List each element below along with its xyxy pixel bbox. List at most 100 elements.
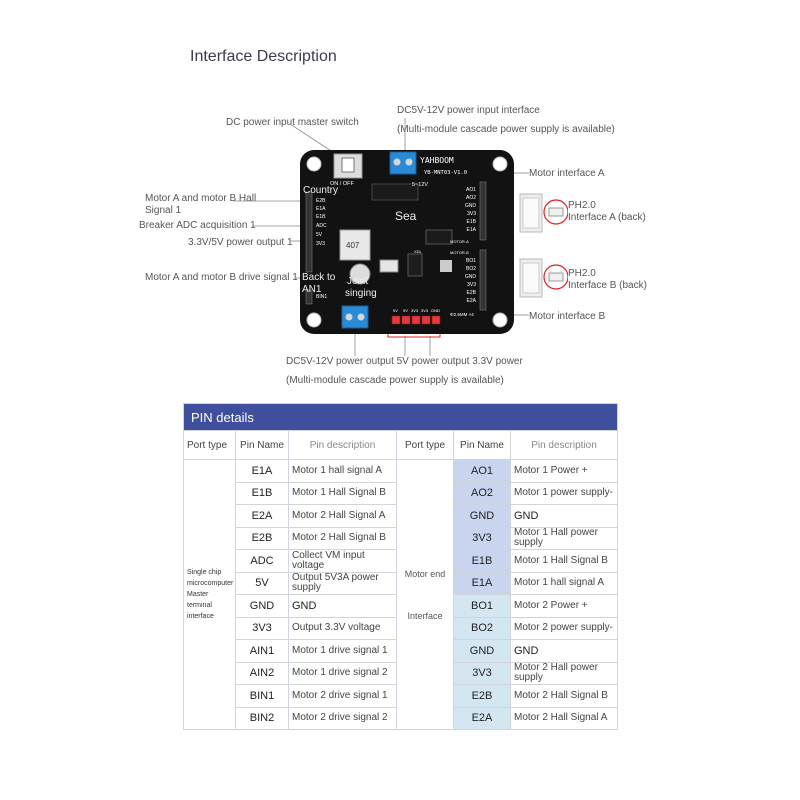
left-pin-name: AIN1 — [235, 639, 289, 663]
drive-signal-label: Motor A and motor B drive signal 1 — [145, 272, 298, 283]
left-pin-name: E1B — [235, 481, 289, 505]
hall-signal-label-2: Signal 1 — [145, 205, 182, 216]
left-pin-desc: Motor 2 drive signal 1 — [288, 684, 397, 708]
motor-a-label: Motor interface A — [529, 168, 605, 179]
board-volt-label: 5~12V — [412, 182, 428, 188]
left-pin-name: E2A — [235, 504, 289, 528]
table-row: BIN1 Motor 2 drive signal 1 E2B Motor 2 … — [184, 684, 618, 708]
board-pin-bo2: BO2 — [466, 266, 476, 272]
board-chip-text: 407 — [346, 241, 360, 250]
board-pin-e1a: E1A — [316, 206, 326, 212]
adc-label: Breaker ADC acquisition 1 — [139, 220, 256, 231]
board-switch-label: ON / OFF — [330, 181, 354, 187]
left-pin-desc: Motor 2 Hall Signal B — [288, 526, 397, 550]
right-pin-name: E2B — [453, 684, 511, 708]
an1-overlay: AN1 — [302, 284, 322, 295]
header-pin-desc-right: Pin description — [510, 430, 618, 460]
right-pin-name: BO2 — [453, 616, 511, 640]
table-row: E2A Motor 2 Hall Signal A GND GND — [184, 504, 618, 528]
right-pin-name: 3V3 — [453, 526, 511, 550]
right-pin-desc: Motor 1 Hall Signal B — [510, 549, 618, 573]
back-to-overlay: Back to — [302, 272, 336, 283]
header-pin-name-left: Pin Name — [235, 430, 289, 460]
right-pin-desc: Motor 1 power supply- — [510, 481, 618, 505]
table-row: GND GND BO1 Motor 2 Power + — [184, 594, 618, 618]
right-pin-desc: Motor 2 Hall Signal A — [510, 706, 618, 730]
left-pin-desc: Motor 1 drive signal 1 — [288, 639, 397, 663]
left-pin-desc: Motor 1 Hall Signal B — [288, 481, 397, 505]
left-pin-name: AIN2 — [235, 661, 289, 685]
board-pin-e2b: E2B — [316, 198, 326, 204]
board-pin-3v3-b: 3V3 — [467, 282, 476, 288]
board-model: YB-MNT03-V1.0 — [424, 170, 467, 176]
right-pin-desc: Motor 1 Power + — [510, 459, 618, 483]
left-pin-name: GND — [235, 594, 289, 618]
board-pin-e1a-a: E1A — [467, 227, 477, 233]
motor-b-label: Motor interface B — [529, 311, 606, 322]
left-pin-desc: GND — [288, 594, 397, 618]
board-pin-3v3-a: 3V3 — [467, 211, 476, 217]
table-row: E1B Motor 1 Hall Signal B AO2 Motor 1 po… — [184, 481, 618, 505]
country-overlay: Country — [303, 185, 339, 196]
board-pitch: Φ2.5MM ×4 — [450, 312, 474, 317]
right-port-type: Motor end Interface — [396, 459, 454, 730]
left-pin-desc: Output 5V3A power supply — [288, 571, 397, 595]
left-pin-desc: Motor 1 hall signal A — [288, 459, 397, 483]
header-port-type-left: Port type — [183, 430, 236, 460]
singing-overlay: singing — [345, 288, 377, 299]
left-pin-name: ADC — [235, 549, 289, 573]
table-row: 5V Output 5V3A power supply E1A Motor 1 … — [184, 571, 618, 595]
board-motor-b: MOTOR-B — [450, 250, 469, 255]
table-row: ADC Collect VM input voltage E1B Motor 1… — [184, 549, 618, 573]
sea-overlay: Sea — [395, 209, 417, 223]
board-pin-ao2: AO2 — [466, 195, 476, 201]
ph-connector-b-image — [512, 255, 568, 301]
right-pin-name: E1A — [453, 571, 511, 595]
pin-details-table: PIN details Port type Pin Name Pin descr… — [183, 403, 618, 730]
left-pin-desc: Collect VM input voltage — [288, 549, 397, 573]
right-pin-name: 3V3 — [453, 661, 511, 685]
motor-driver-board: YAHBOOM YB-MNT03-V1.0 ON / OFF 5~12V MOT… — [300, 150, 514, 334]
board-pin-3v3: 3V3 — [316, 241, 325, 247]
board-pin-bo1: BO1 — [466, 258, 476, 264]
header-pin-name-right: Pin Name — [453, 430, 511, 460]
board-pin-e1b-a: E1B — [467, 219, 477, 225]
board-ic-text: XDL — [414, 249, 423, 254]
master-switch-label: DC power input master switch — [226, 117, 359, 128]
left-pin-name: E1A — [235, 459, 289, 483]
board-pin-gnd-a: GND — [465, 203, 477, 209]
board-pin-ao1: AO1 — [466, 187, 476, 193]
table-row: AIN1 Motor 1 drive signal 1 GND GND — [184, 639, 618, 663]
dc-input-note: (Multi-module cascade power supply is av… — [397, 124, 615, 135]
board-pin-5v: 5V — [316, 232, 323, 238]
bottom-output-note: (Multi-module cascade power supply is av… — [286, 375, 504, 386]
left-pin-desc: Motor 2 drive signal 2 — [288, 706, 397, 730]
right-pin-desc: Motor 2 Power + — [510, 594, 618, 618]
left-pin-desc: Output 3.3V voltage — [288, 616, 397, 640]
page-title: Interface Description — [190, 48, 337, 65]
right-pin-desc: Motor 2 power supply- — [510, 616, 618, 640]
table-row: E2B Motor 2 Hall Signal B 3V3 Motor 1 Ha… — [184, 526, 618, 550]
right-pin-name: AO2 — [453, 481, 511, 505]
board-pin-e1b: E1B — [316, 214, 326, 220]
board-pin-bin1: BIN1 — [316, 294, 327, 300]
right-pin-name: E2A — [453, 706, 511, 730]
right-pin-name: E1B — [453, 549, 511, 573]
board-bottom-pin-5: GND — [431, 308, 440, 313]
right-pin-desc: GND — [510, 504, 618, 528]
table-row: BIN2 Motor 2 drive signal 2 E2A Motor 2 … — [184, 706, 618, 730]
table-row: AIN2 Motor 1 drive signal 2 3V3 Motor 2 … — [184, 661, 618, 685]
board-brand: YAHBOOM — [420, 156, 454, 165]
table-header-row: Port type Pin Name Pin description Port … — [183, 430, 618, 460]
table-title: PIN details — [183, 403, 618, 431]
board-bottom-pin-3: 3V3 — [411, 308, 419, 313]
left-pin-name: BIN2 — [235, 706, 289, 730]
dc-input-label: DC5V-12V power input interface — [397, 105, 540, 116]
board-pin-adc: ADC — [316, 223, 327, 229]
header-pin-desc-left: Pin description — [288, 430, 397, 460]
hall-signal-label: Motor A and motor B Hall — [145, 193, 257, 204]
right-pin-name: GND — [453, 504, 511, 528]
ph-a-sub: Interface A (back) — [568, 212, 646, 223]
board-motor-a: MOTOR-A — [450, 239, 469, 244]
right-pin-desc: Motor 2 Hall power supply — [510, 661, 618, 685]
